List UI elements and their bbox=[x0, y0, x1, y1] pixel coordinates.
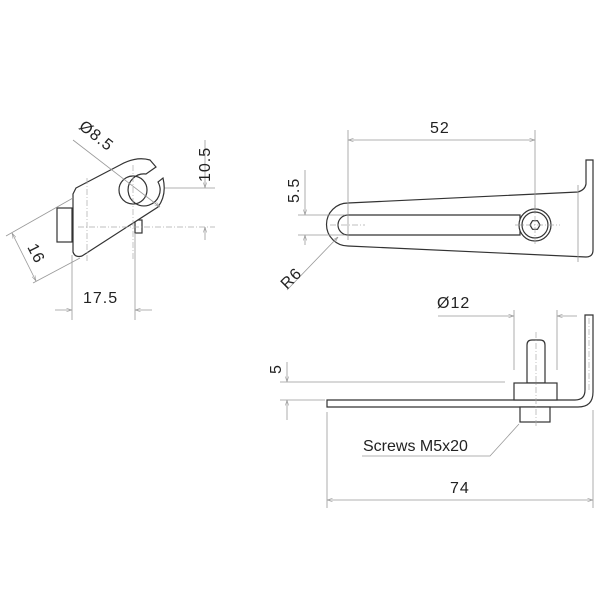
bracket-side-outline bbox=[72, 158, 165, 258]
dim-17-5: 17.5 bbox=[83, 290, 118, 307]
dim-r6: R6 bbox=[278, 265, 306, 293]
screw-body bbox=[519, 406, 551, 423]
dim-5: 5 bbox=[268, 364, 285, 374]
dim-10-5: 10.5 bbox=[197, 147, 214, 182]
dim-52: 52 bbox=[430, 120, 450, 137]
dim-5-5: 5.5 bbox=[286, 178, 303, 203]
side-view: 10.5 17.5 16 Ø8.5 bbox=[5, 118, 215, 320]
stud bbox=[526, 339, 546, 384]
plate-outline bbox=[326, 314, 594, 408]
boss bbox=[56, 207, 73, 243]
front-view: Ø12 5 Screws M5x20 74 bbox=[268, 295, 594, 508]
arm-outline bbox=[325, 159, 594, 258]
leader-line bbox=[362, 423, 520, 457]
top-view: 52 5.5 R6 bbox=[278, 120, 594, 293]
screws-note: Screws M5x20 bbox=[363, 438, 468, 455]
washer bbox=[513, 382, 558, 401]
dim-diameter-8-5: Ø8.5 bbox=[76, 118, 117, 155]
dim-74: 74 bbox=[450, 480, 470, 497]
dim-diameter-12: Ø12 bbox=[437, 295, 470, 312]
nut bbox=[134, 219, 143, 234]
slot bbox=[337, 214, 521, 236]
